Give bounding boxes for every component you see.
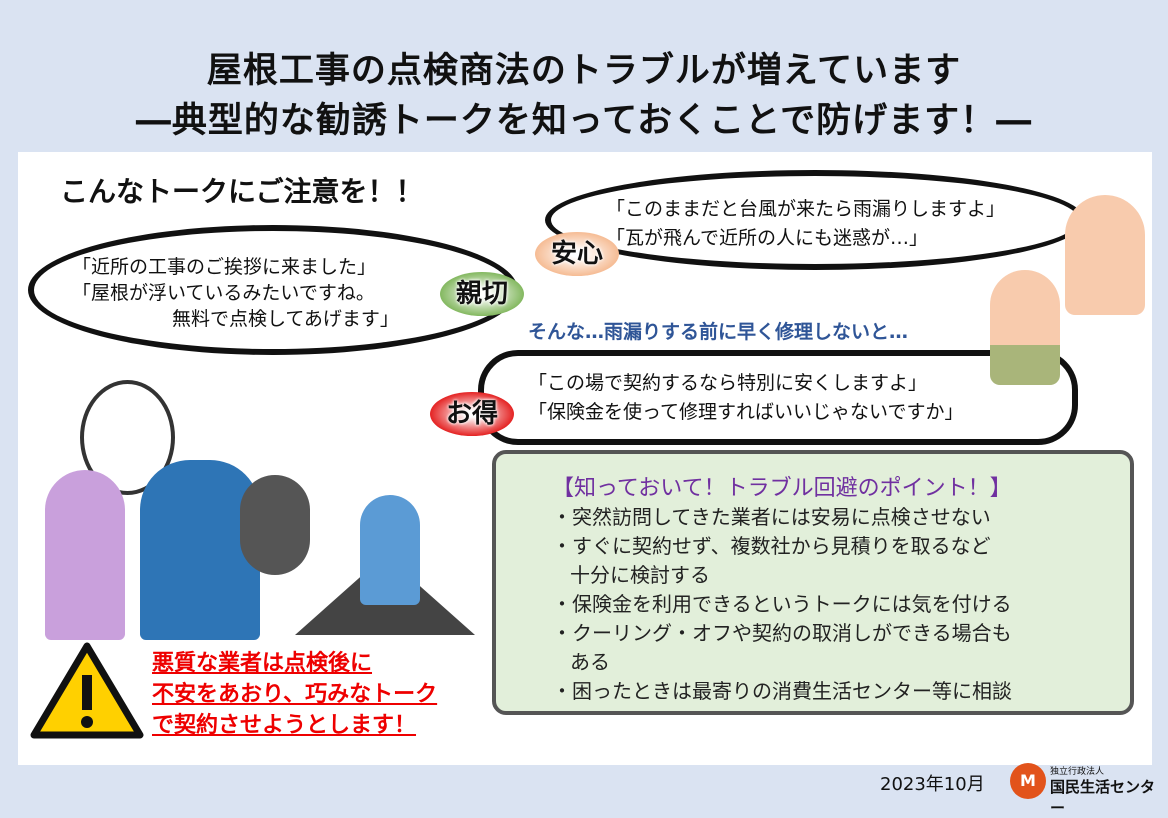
title-line-2: ―典型的な勧誘トークを知っておくことで防げます！― [135,101,1033,141]
bubble-text: 「瓦が飛んで近所の人にも迷惑が…」 [606,227,929,249]
org-type: 独立行政法人 [1050,767,1105,777]
org-name: 国民生活センター [1050,778,1156,817]
homeowner-illustration [45,470,125,640]
elderly-woman-illustration [1065,195,1145,315]
tag-bargain: お得 [430,392,514,436]
warning-icon [30,642,144,739]
tag-kindness: 親切 [440,272,524,316]
tip-item: ・すぐに契約せず、複数社から見積りを取るなど [552,534,991,558]
elderly-man-illustration [990,270,1060,385]
publication-date: 2023年10月 [880,774,985,795]
tip-item: ・困ったときは最寄りの消費生活センター等に相談 [552,679,1012,703]
worker-illustration [360,495,420,605]
warning-text: 悪質な業者は点検後に 不安をあおり、巧みなトーク で契約させようとします！ [152,648,437,741]
warning-line: 悪質な業者は点検後に [152,651,373,676]
speech-bubble-reassurance [545,170,1085,270]
middle-text: そんな…雨漏りする前に早く修理しないと… [528,321,909,343]
warning-line: で契約させようとします！ [152,713,417,738]
bubble-text: 「保険金を使って修理すればいいじゃないですか」 [528,401,964,423]
org-logo-icon: M [1010,763,1046,799]
speech-bubble-bargain [478,350,1078,445]
tip-item: ある [570,650,610,674]
section-heading: こんなトークにご注意を！！ [60,175,424,208]
tips-list: ・突然訪問してきた業者には安易に点検させない ・すぐに契約せず、複数社から見積り… [552,503,1012,706]
bubble-text: 「このままだと台風が来たら雨漏りしますよ」 [606,198,1006,220]
tip-item: 十分に検討する [570,563,710,587]
bubble-text: 「屋根が浮いているみたいですね。 [72,282,375,304]
warning-line: 不安をあおり、巧みなトーク [152,682,438,707]
salesman-illustration [140,460,260,640]
bubble-text: 「近所の工事のご挨拶に来ました」 [72,256,377,278]
tip-item: ・クーリング・オフや契約の取消しができる場合も [552,621,1012,645]
bubble-text: 無料で点検してあげます」 [172,308,399,330]
tips-title: 【知っておいて！トラブル回避のポイント！】 [552,476,1012,501]
tips-scroll [492,450,1134,715]
title-line-1: 屋根工事の点検商法のトラブルが増えています [206,51,962,91]
tip-item: ・突然訪問してきた業者には安易に点検させない [552,505,991,529]
tip-item: ・保険金を利用できるというトークには気を付ける [552,592,1012,616]
tag-reassurance: 安心 [535,232,619,276]
bubble-text: 「この場で契約するなら特別に安くしますよ」 [528,372,928,394]
speech-bubble-kindness [28,225,518,355]
